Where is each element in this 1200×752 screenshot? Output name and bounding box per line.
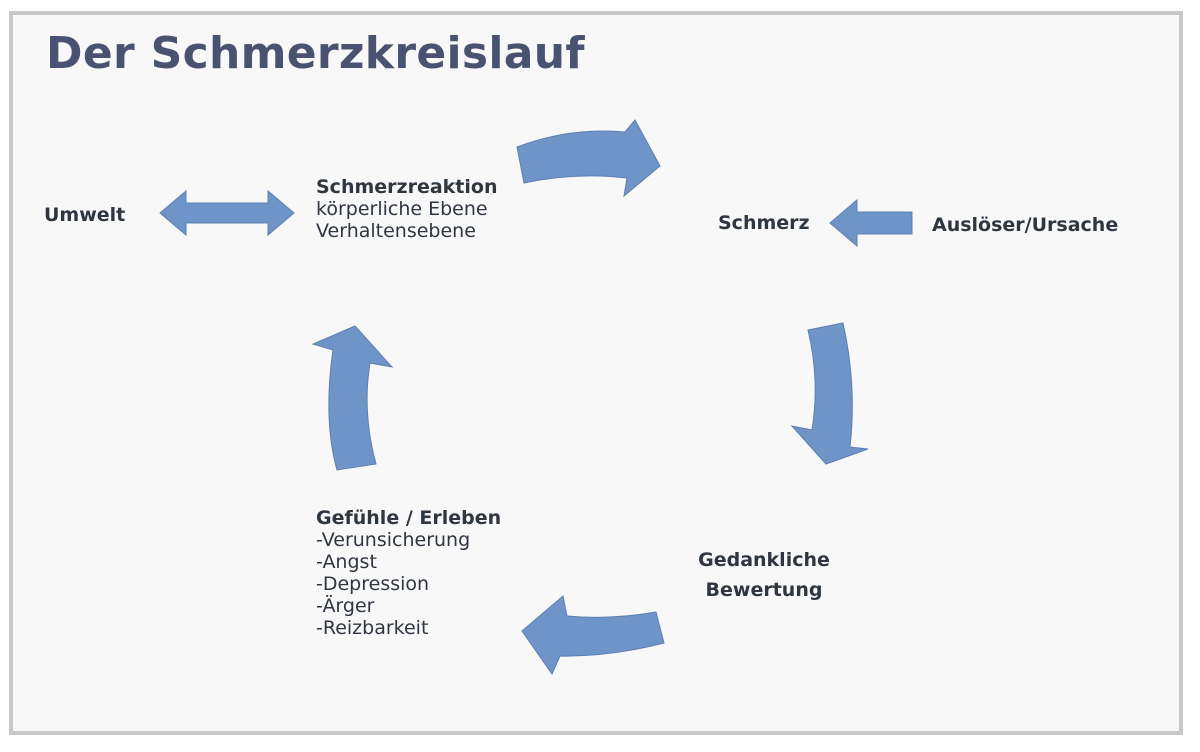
gedankliche-line1: Gedankliche [698, 549, 830, 571]
schmerzreaktion-line: Verhaltensebene [316, 220, 476, 242]
gefuehle-item: -Reizbarkeit [316, 617, 429, 639]
gefuehle-heading: Gefühle / Erleben [316, 507, 502, 529]
gedankliche-line2: Bewertung [705, 579, 823, 601]
gefuehle-item: -Verunsicherung [316, 529, 471, 551]
double-arrow-umwelt [159, 189, 295, 237]
node-schmerzreaktion: Schmerzreaktion körperliche Ebene Verhal… [316, 176, 497, 242]
schmerzreaktion-heading: Schmerzreaktion [316, 176, 498, 198]
node-schmerz: Schmerz [718, 212, 810, 234]
curved-arrow-right [790, 322, 869, 465]
curved-arrow-top [516, 119, 661, 198]
node-umwelt: Umwelt [44, 204, 126, 226]
gefuehle-item: -Ärger [316, 595, 375, 617]
diagram-title: Der Schmerzkreislauf [46, 28, 585, 79]
gefuehle-item: -Angst [316, 551, 377, 573]
curved-arrow-left [311, 325, 394, 471]
schmerzreaktion-line: körperliche Ebene [316, 198, 488, 220]
node-gefuehle: Gefühle / Erleben -Verunsicherung -Angst… [316, 507, 501, 639]
node-gedankliche-bewertung: Gedankliche Bewertung [694, 545, 834, 605]
node-ausloeser: Auslöser/Ursache [932, 214, 1119, 236]
curved-arrow-bottom [521, 595, 665, 676]
gefuehle-item: -Depression [316, 573, 430, 595]
arrow-ausloeser-to-schmerz [829, 198, 913, 248]
